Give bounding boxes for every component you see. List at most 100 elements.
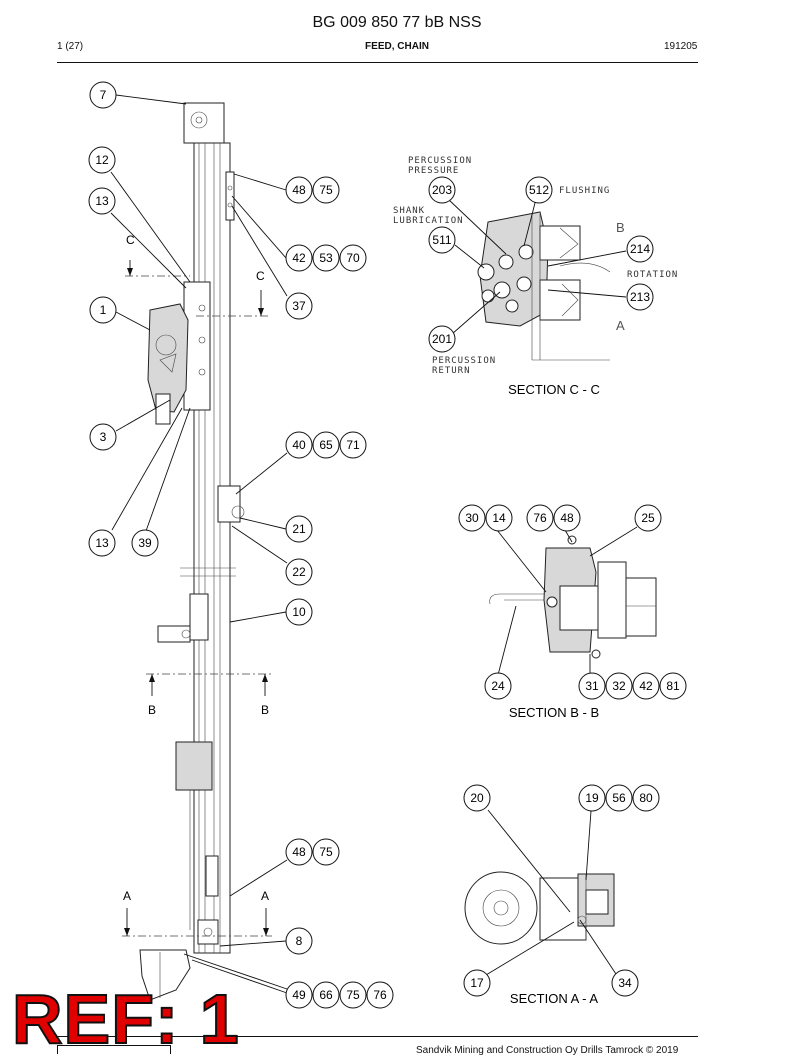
section-c-c-title: SECTION C - C: [508, 382, 600, 397]
page-title: FEED, CHAIN: [365, 41, 429, 52]
shank-lubrication-label-2: LUBRICATION: [393, 216, 464, 226]
svg-text:37: 37: [292, 299, 306, 313]
callout-75: 75: [312, 176, 340, 204]
svg-text:53: 53: [319, 251, 333, 265]
leader-lines: [110, 94, 288, 994]
svg-text:22: 22: [292, 565, 306, 579]
svg-text:75: 75: [319, 183, 333, 197]
percussion-return-label: PERCUSSION: [432, 356, 496, 366]
callout-75: 75: [312, 838, 340, 866]
callout-49: 49: [285, 981, 313, 1009]
callout-21: 21: [285, 515, 313, 543]
svg-text:512: 512: [529, 183, 549, 197]
svg-text:65: 65: [319, 438, 333, 452]
svg-text:17: 17: [470, 976, 484, 990]
rotation-label: ROTATION: [627, 270, 678, 280]
callout-19: 19: [578, 784, 606, 812]
svg-text:75: 75: [346, 988, 360, 1002]
callout-76: 76: [366, 981, 394, 1009]
callout-70: 70: [339, 244, 367, 272]
callout-203: 203: [428, 176, 456, 204]
svg-text:49: 49: [292, 988, 306, 1002]
callout-48: 48: [553, 504, 581, 532]
svg-text:42: 42: [292, 251, 306, 265]
section-b-right-label: B: [261, 703, 269, 717]
callout-1: 1: [89, 296, 117, 324]
svg-text:14: 14: [492, 511, 506, 525]
callout-31: 31: [578, 672, 606, 700]
callout-65: 65: [312, 431, 340, 459]
section-a-a-title: SECTION A - A: [510, 991, 598, 1006]
callout-53: 53: [312, 244, 340, 272]
section-c-c-drawing: PERCUSSION PRESSURE FLUSHING SHANK LUBRI…: [393, 156, 678, 397]
callout-13: 13: [88, 529, 116, 557]
section-a-left-label: A: [123, 889, 131, 903]
svg-text:13: 13: [95, 194, 109, 208]
callout-213: 213: [626, 283, 654, 311]
callout-81: 81: [659, 672, 687, 700]
svg-text:48: 48: [292, 183, 306, 197]
svg-text:7: 7: [100, 88, 107, 102]
callout-20: 20: [463, 784, 491, 812]
svg-text:31: 31: [585, 679, 599, 693]
callout-511: 511: [428, 226, 456, 254]
section-b-b-drawing: SECTION B - B: [489, 526, 657, 720]
callout-75: 75: [339, 981, 367, 1009]
callout-42: 42: [632, 672, 660, 700]
percussion-pressure-label-2: PRESSURE: [408, 166, 459, 176]
date-code: 191205: [664, 41, 698, 52]
svg-text:21: 21: [292, 522, 306, 536]
svg-text:8: 8: [296, 934, 303, 948]
svg-text:56: 56: [612, 791, 626, 805]
callout-10: 10: [285, 598, 313, 626]
svg-text:76: 76: [373, 988, 387, 1002]
callout-8: 8: [285, 927, 313, 955]
svg-text:32: 32: [612, 679, 626, 693]
svg-text:48: 48: [560, 511, 574, 525]
svg-text:34: 34: [618, 976, 632, 990]
callout-40: 40: [285, 431, 313, 459]
percussion-return-label-2: RETURN: [432, 366, 471, 376]
callout-25: 25: [634, 504, 662, 532]
svg-text:75: 75: [319, 845, 333, 859]
svg-text:40: 40: [292, 438, 306, 452]
svg-text:214: 214: [630, 242, 650, 256]
svg-text:19: 19: [585, 791, 599, 805]
callout-22: 22: [285, 558, 313, 586]
section-markers: C C B B A A: [122, 233, 272, 937]
svg-text:10: 10: [292, 605, 306, 619]
callout-37: 37: [285, 292, 313, 320]
callout-76: 76: [526, 504, 554, 532]
svg-text:511: 511: [432, 233, 451, 247]
header-rule: [57, 62, 698, 63]
svg-text:76: 76: [533, 511, 547, 525]
callout-201: 201: [428, 325, 456, 353]
callout-3: 3: [89, 423, 117, 451]
svg-text:80: 80: [639, 791, 653, 805]
svg-text:3: 3: [100, 430, 107, 444]
svg-text:13: 13: [95, 536, 109, 550]
svg-text:201: 201: [432, 332, 452, 346]
callout-30: 30: [458, 504, 486, 532]
svg-text:25: 25: [641, 511, 655, 525]
svg-text:42: 42: [639, 679, 653, 693]
svg-text:70: 70: [346, 251, 360, 265]
feed-beam: [139, 102, 245, 1001]
footer-copyright: Sandvik Mining and Construction Oy Drill…: [416, 1045, 679, 1056]
brand-logo: [57, 1045, 171, 1054]
flushing-label: FLUSHING: [559, 186, 610, 196]
callout-13: 13: [88, 187, 116, 215]
svg-text:81: 81: [666, 679, 680, 693]
section-a-a-drawing: SECTION A - A: [464, 809, 617, 1006]
callout-39: 39: [131, 529, 159, 557]
section-c-left-label: C: [126, 233, 135, 247]
callout-7: 7: [89, 81, 117, 109]
svg-text:48: 48: [292, 845, 306, 859]
shank-lubrication-label: SHANK: [393, 206, 425, 216]
section-a-right-label: A: [261, 889, 269, 903]
svg-text:20: 20: [470, 791, 484, 805]
callout-48: 48: [285, 838, 313, 866]
callout-42: 42: [285, 244, 313, 272]
svg-text:39: 39: [138, 536, 152, 550]
